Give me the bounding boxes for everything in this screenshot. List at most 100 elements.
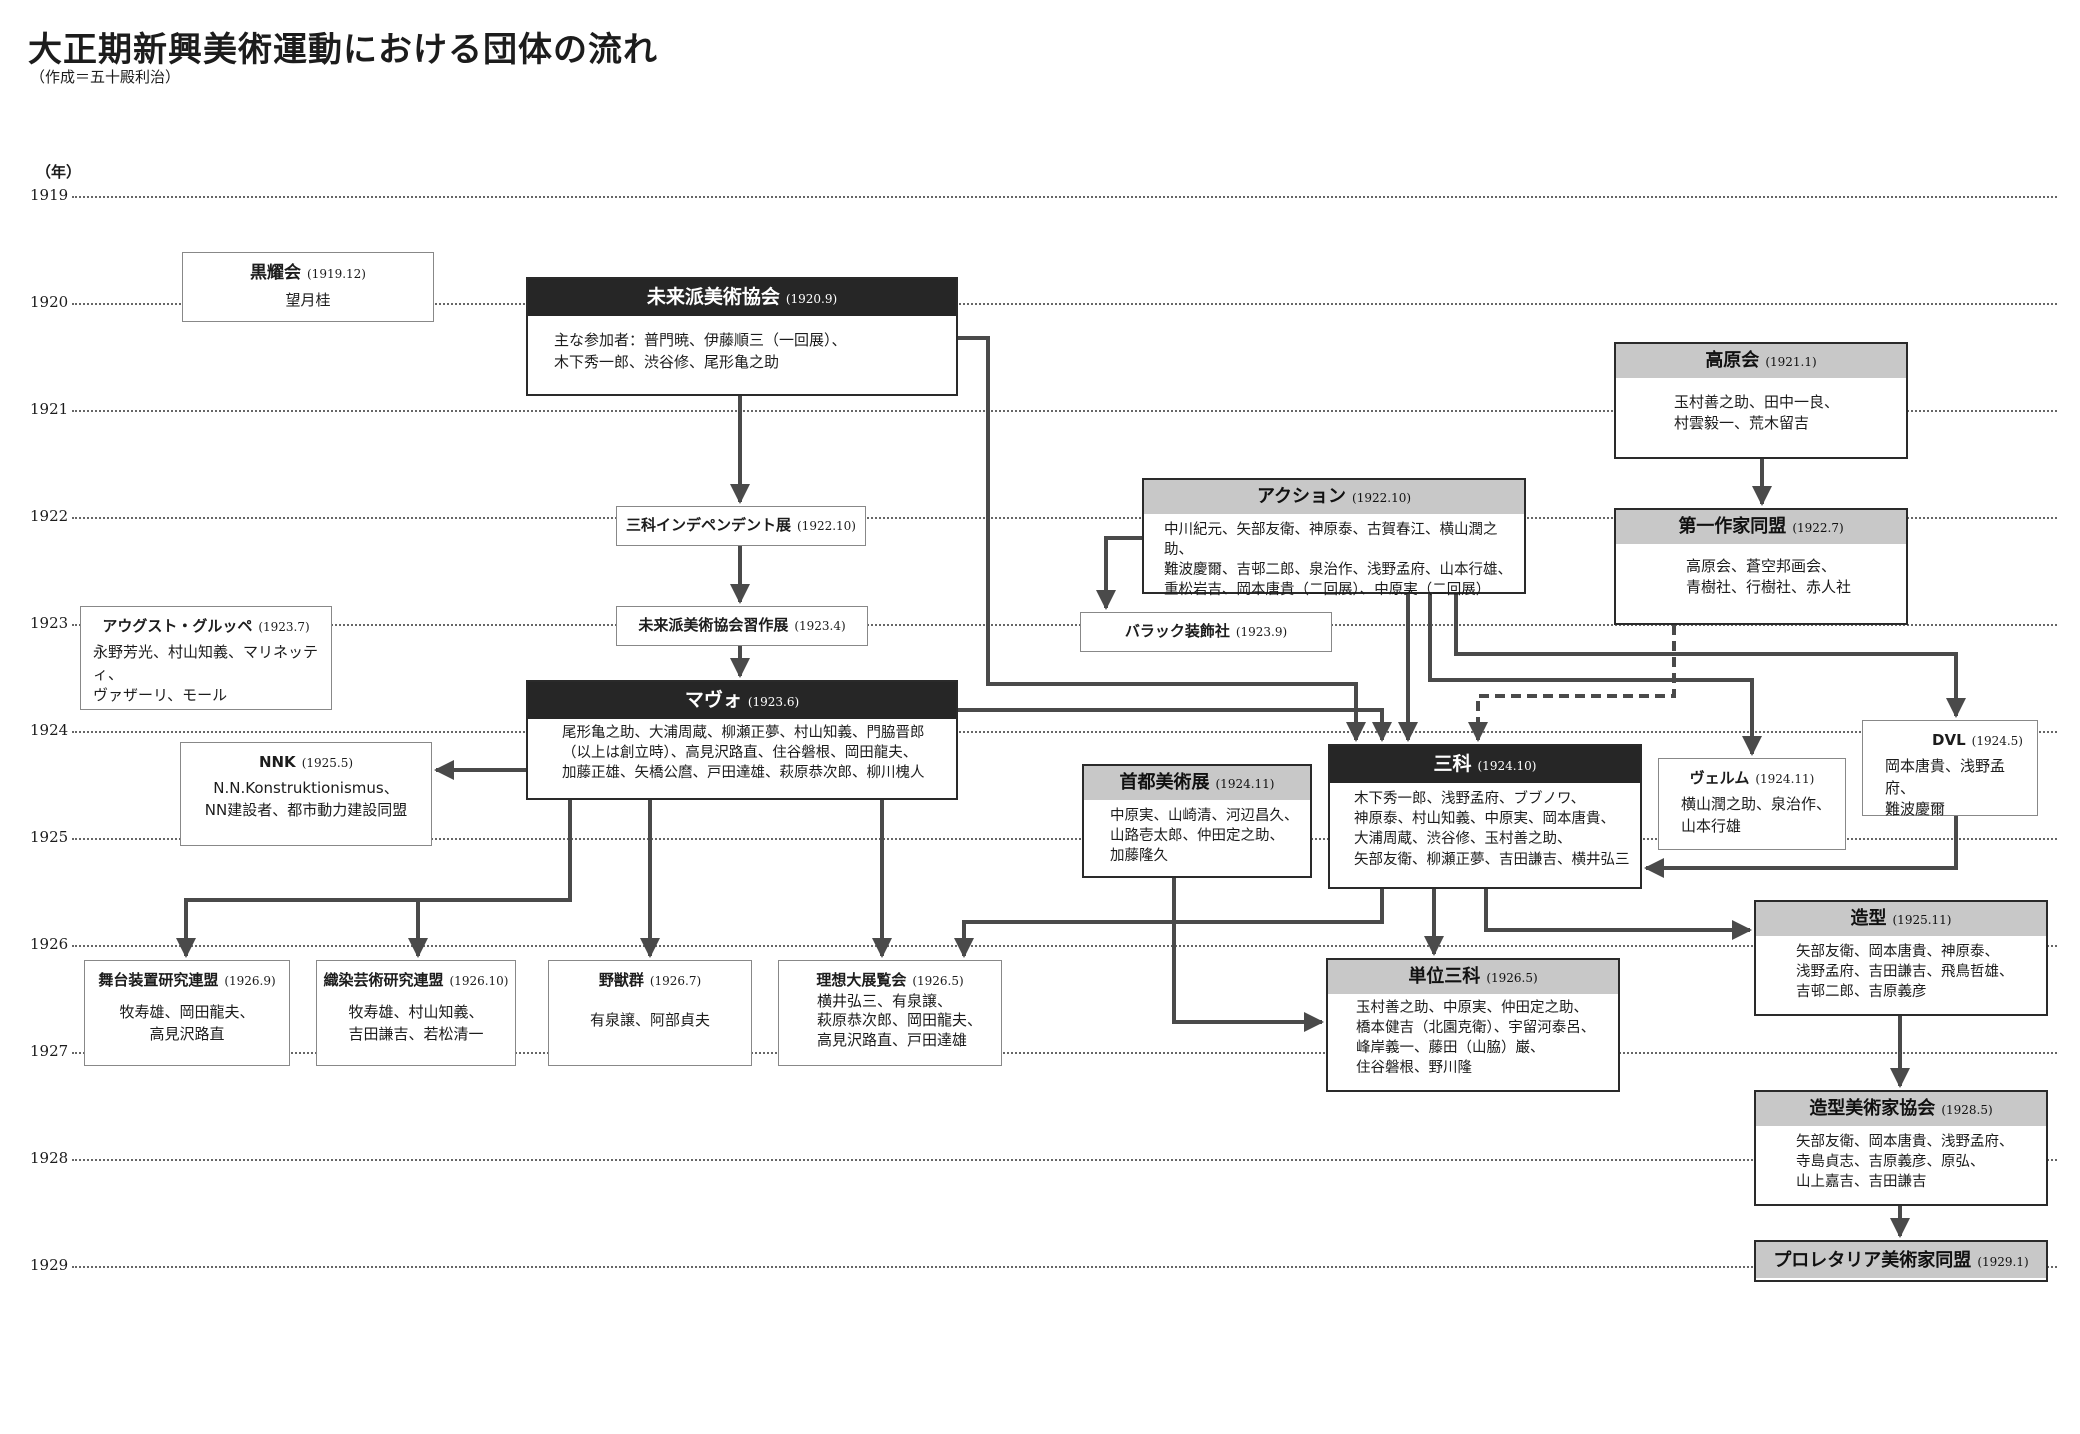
year-label: 1924: [30, 721, 69, 739]
group-name: 織染芸術研究連盟: [323, 971, 444, 989]
group-date: (1926.10): [449, 974, 509, 988]
group-name: 造型: [1850, 908, 1887, 929]
group-date: (1924.11): [1215, 777, 1275, 791]
group-date: (1923.7): [258, 620, 310, 634]
group-name: 三科: [1433, 753, 1472, 775]
year-gridline: [72, 196, 2057, 198]
group-sanka-independent: 三科インデペンデント展(1922.10): [616, 506, 866, 546]
year-label: 1928: [30, 1149, 69, 1167]
group-date: (1924.10): [1477, 759, 1537, 773]
group-name: NNK: [258, 753, 296, 771]
year-label: 1922: [30, 507, 69, 525]
group-butai: 舞台装置研究連盟(1926.9) 牧寿雄、岡田龍夫、 高見沢路直: [84, 960, 290, 1066]
year-gridline: [72, 624, 2057, 626]
arrow-daiichi-to-sanka: [1468, 625, 1676, 742]
group-date: (1923.9): [1235, 625, 1288, 639]
group-members: 木下秀一郎、浅野孟府、ブブノワ、 神原泰、村山知義、中原実、岡本唐貴、 大浦周蔵…: [1354, 790, 1630, 868]
group-date: (1926.7): [649, 974, 702, 988]
group-members: 尾形亀之助、大浦周蔵、柳瀬正夢、村山知義、門脇晋郎 （以上は創立時）、高見沢路直…: [562, 724, 925, 782]
group-zokei-kyokai: 造型美術家協会 (1928.5) 矢部友衛、岡本唐貴、浅野孟府、 寺島貞志、吉原義…: [1754, 1090, 2048, 1206]
arrow-mavo-to-senshoku: [408, 898, 570, 958]
group-name: 首都美術展: [1119, 772, 1210, 793]
group-kokuyokai: 黒耀会(1919.12) 望月桂: [182, 252, 434, 322]
group-name: 造型美術家協会: [1809, 1098, 1936, 1119]
group-name: 黒耀会: [250, 263, 301, 283]
group-name: DVL: [1932, 731, 1966, 749]
group-date: (1926.5): [912, 974, 964, 988]
group-members: 永野芳光、村山知義、マリネッティ、 ヴァザーリ、モール: [93, 642, 319, 705]
year-label: 1927: [30, 1042, 69, 1060]
diagram-title: 大正期新興美術運動における団体の流れ: [28, 30, 658, 70]
group-name: バラック装飾社: [1124, 622, 1230, 640]
year-gridline: [72, 1052, 2057, 1054]
group-members: 主な参加者：普門暁、伊藤順三（一回展）、 木下秀一郎、渋谷修、尾形亀之助: [554, 330, 847, 371]
arrow-mavo-to-butai: [176, 800, 572, 958]
arrow-miraiha-to-sanka: [958, 336, 1366, 742]
group-riso: 理想大展覧会 (1926.5) 横井弘三、有泉譲、 萩原恭次郎、岡田龍夫、 高見沢…: [778, 960, 1002, 1066]
year-gridline: [72, 1159, 2057, 1161]
diagram-credit: （作成＝五十殿利治）: [30, 68, 181, 86]
group-date: (1926.9): [224, 974, 276, 988]
group-members: 岡本唐貴、浅野孟府、 難波慶爾: [1885, 756, 2006, 819]
group-mavo: マヴォ (1923.6) 尾形亀之助、大浦周蔵、柳瀬正夢、村山知義、門脇晋郎 （以…: [526, 680, 958, 800]
group-name: 第一作家同盟: [1678, 516, 1787, 537]
group-date: (1924.11): [1755, 772, 1815, 786]
group-name: 単位三科: [1408, 966, 1481, 987]
group-members: 玉村善之助、中原実、仲田定之助、 橋本健吉（北園克衛）、宇留河泰呂、 峰岸義一、…: [1356, 999, 1596, 1077]
group-members: 玉村善之助、田中一良、 村雲毅一、荒木留吉: [1674, 392, 1840, 433]
group-dvl: DVL(1924.5) 岡本唐貴、浅野孟府、 難波慶爾: [1862, 720, 2038, 818]
year-gridline: [72, 303, 2057, 305]
group-name: アウグスト・グルッペ: [102, 617, 253, 635]
arrow-action-to-barrack: [1096, 536, 1142, 610]
group-date: (1928.5): [1941, 1103, 1993, 1117]
group-august-gruppe: アウグスト・グルッペ (1923.7) 永野芳光、村山知義、マリネッティ、 ヴァザ…: [80, 606, 332, 710]
group-miraiha-shusaku: 未来派美術協会習作展(1923.4): [616, 606, 868, 646]
group-kogenkai: 高原会 (1921.1) 玉村善之助、田中一良、 村雲毅一、荒木留吉: [1614, 342, 1908, 459]
group-members: 望月桂: [285, 291, 331, 310]
arrow-action-to-velm: [1428, 594, 1762, 756]
group-date: (1925.5): [301, 756, 354, 770]
group-barrack: バラック装飾社 (1923.9): [1080, 612, 1332, 652]
group-date: (1923.4): [794, 619, 846, 633]
group-date: (1921.1): [1765, 355, 1817, 369]
group-yajugun: 野獣群(1926.7) 有泉譲、阿部貞夫: [548, 960, 752, 1066]
group-name: 高原会: [1705, 350, 1760, 371]
group-members: 矢部友衛、岡本唐貴、浅野孟府、 寺島貞志、吉原義彦、原弘、 山上嘉吉、吉田謙吉: [1796, 1133, 2014, 1191]
group-velm: ヴェルム (1924.11) 横山潤之助、泉治作、 山本行雄: [1658, 758, 1846, 850]
group-members: 有泉譲、阿部貞夫: [589, 1010, 710, 1029]
year-label: 1926: [30, 935, 69, 953]
group-nnk: NNK (1925.5) N.N.Konstruktionismus、 NN建設者…: [180, 742, 432, 846]
year-gridline: [72, 517, 2057, 519]
year-label: 1921: [30, 400, 69, 418]
arrow-sanka-to-zokei: [1484, 889, 1752, 940]
group-members: 横井弘三、有泉譲、 萩原恭次郎、岡田龍夫、 高見沢路直、戸田達雄: [817, 991, 983, 1049]
group-zokei: 造型(1925.11) 矢部友衛、岡本唐貴、神原泰、 浅野孟府、吉田謙吉、飛鳥哲…: [1754, 900, 2048, 1016]
group-name: 未来派美術協会: [646, 286, 780, 308]
arrow-action-to-dvl: [1454, 594, 1966, 718]
group-senshoku: 織染芸術研究連盟 (1926.10) 牧寿雄、村山知義、 吉田謙吉、若松清一: [316, 960, 516, 1066]
group-members: 中川紀元、矢部友衛、神原泰、古賀春江、横山潤之助、 難波慶爾、吉邨二郎、泉治作、…: [1164, 521, 1512, 599]
group-date: (1926.5): [1486, 971, 1538, 985]
group-members: 横山潤之助、泉治作、 山本行雄: [1681, 794, 1832, 835]
year-gridline: [72, 945, 2057, 947]
arrow-dvl-to-sanka: [1644, 816, 1958, 878]
group-name: マヴォ: [684, 689, 742, 711]
group-date: (1923.6): [747, 695, 800, 709]
group-name: 舞台装置研究連盟: [98, 971, 219, 989]
year-label: 1923: [30, 614, 69, 632]
group-name: 理想大展覧会: [816, 971, 907, 989]
group-shuto: 首都美術展(1924.11) 中原実、山崎清、河辺昌久、 山路壱太郎、仲田定之助…: [1082, 764, 1312, 878]
group-date: (1922.7): [1792, 521, 1844, 535]
year-gridline: [72, 731, 2057, 733]
group-sanka: 三科 (1924.10) 木下秀一郎、浅野孟府、ブブノワ、 神原泰、村山知義、中原…: [1328, 744, 1642, 889]
group-name: アクション: [1256, 486, 1347, 507]
year-label: 1919: [30, 186, 69, 204]
group-name: ヴェルム: [1689, 769, 1750, 787]
group-date: (1922.10): [1352, 491, 1412, 505]
group-members: 牧寿雄、村山知義、 吉田謙吉、若松清一: [348, 1002, 484, 1043]
group-members: N.N.Konstruktionismus、 NN建設者、都市動力建設同盟: [204, 778, 408, 819]
arrow-mavo-to-sanka: [958, 708, 1392, 742]
year-axis-unit: （年）: [36, 163, 82, 181]
year-label: 1920: [30, 293, 69, 311]
